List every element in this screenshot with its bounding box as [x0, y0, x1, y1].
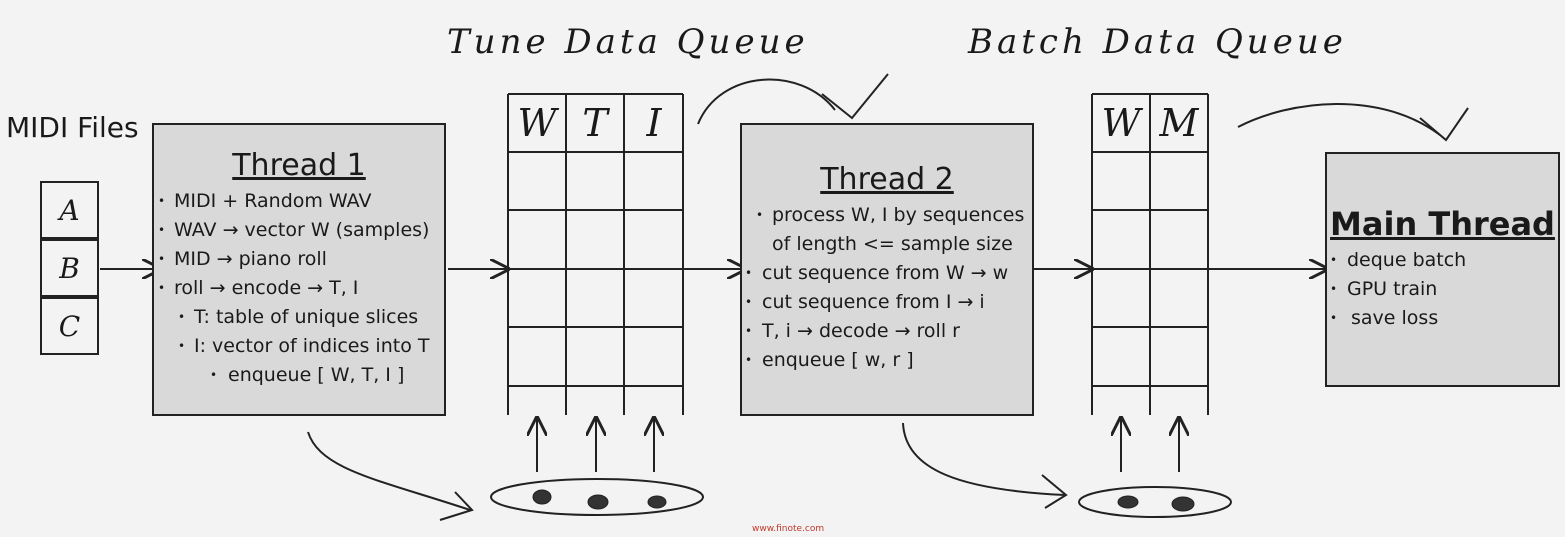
batch-queue-col-w: W: [1101, 101, 1141, 145]
midi-file-b: B: [40, 239, 99, 297]
thread-pool-2: [1078, 486, 1232, 518]
thread-2-bullets: •process W, I by sequences of length <= …: [742, 201, 1032, 375]
bullet: •enqueue [ W, T, I ]: [210, 364, 405, 386]
bullet: •roll → encode → T, I: [158, 277, 359, 299]
bullet: •save loss: [1330, 307, 1439, 329]
curve-thread2-to-pool: [902, 422, 1066, 496]
bullet: •process W, I by sequences: [756, 204, 1025, 226]
curve-batch-queue-to-main: [1237, 103, 1441, 136]
midi-files-title: MIDI Files: [6, 111, 139, 144]
bullet: •WAV → vector W (samples): [158, 219, 430, 241]
bullet: •cut sequence from I → i: [745, 291, 985, 313]
batch-queue-grid: [1091, 93, 1209, 415]
midi-file-c: C: [40, 297, 99, 355]
bullet: •enqueue [ w, r ]: [745, 349, 914, 371]
batch-queue-title: Batch Data Queue: [968, 22, 1347, 62]
main-thread-title: Main Thread: [1330, 205, 1555, 243]
bullet: •I: vector of indices into T: [178, 335, 430, 357]
thread-1-title: Thread 1: [232, 148, 366, 183]
tune-queue-col-i: I: [646, 101, 662, 145]
curve-tune-queue-to-thread2: [697, 78, 836, 125]
main-thread-box: Main Thread •deque batch •GPU train •sav…: [1325, 152, 1560, 387]
thread-1-box: Thread 1 •MIDI + Random WAV •WAV → vecto…: [152, 123, 446, 416]
bullet: •cut sequence from W → w: [745, 262, 1009, 284]
bullet: •T, i → decode → roll r: [745, 320, 960, 342]
thread-pool-1: [490, 478, 704, 516]
tune-queue-col-w: W: [517, 101, 557, 145]
batch-queue-col-m: M: [1159, 101, 1199, 145]
bullet-continuation: of length <= sample size: [772, 233, 1013, 255]
bullet: •MIDI + Random WAV: [158, 190, 372, 212]
tune-queue-title: Tune Data Queue: [447, 22, 809, 62]
main-thread-bullets: •deque batch •GPU train •save loss: [1327, 246, 1558, 333]
thread-2-title: Thread 2: [820, 162, 954, 197]
midi-file-a: A: [40, 181, 99, 239]
thread-2-box: Thread 2 •process W, I by sequences of l…: [740, 123, 1034, 416]
bullet: •T: table of unique slices: [178, 306, 419, 328]
tune-queue-col-t: T: [582, 101, 608, 145]
bullet: •deque batch: [1330, 249, 1467, 271]
tune-queue-grid: [507, 93, 684, 415]
curve-thread1-to-pool: [307, 431, 471, 511]
watermark: www.finote.com: [752, 524, 825, 534]
bullet: •MID → piano roll: [158, 248, 327, 270]
bullet: •GPU train: [1330, 278, 1438, 300]
thread-1-bullets: •MIDI + Random WAV •WAV → vector W (samp…: [154, 187, 444, 390]
